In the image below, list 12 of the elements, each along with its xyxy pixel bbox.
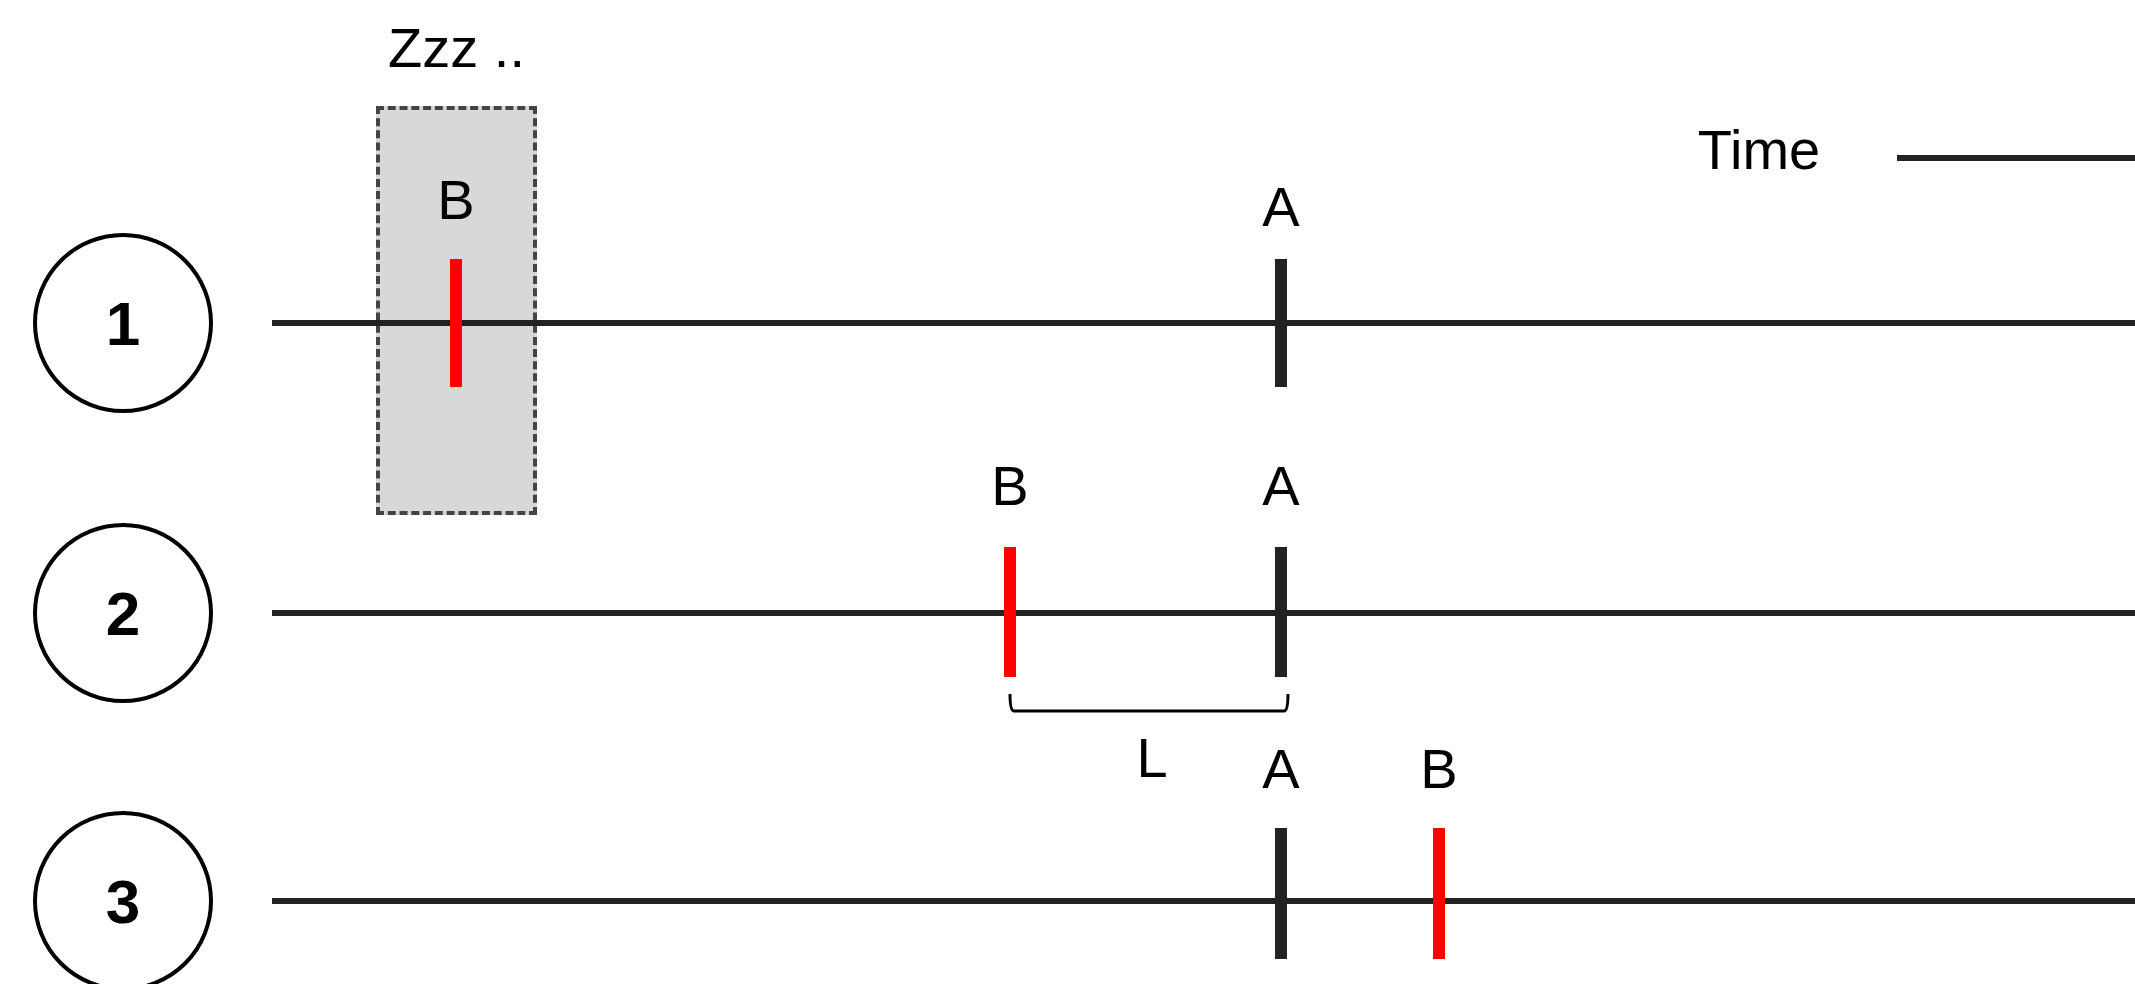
- event-letter: A: [1262, 741, 1300, 797]
- event-letter: A: [1262, 458, 1300, 514]
- event-letter: B: [1420, 741, 1458, 797]
- event-letter: A: [1262, 179, 1300, 235]
- event-letter: B: [991, 458, 1029, 514]
- time-label: Time: [1697, 122, 1821, 178]
- step-number: 1: [105, 287, 141, 359]
- event-letter: B: [437, 172, 475, 228]
- interval-label: L: [1136, 730, 1168, 786]
- step-number: 3: [105, 865, 141, 937]
- step-number: 2: [105, 577, 141, 649]
- sleep-label: Zzz ..: [388, 20, 525, 76]
